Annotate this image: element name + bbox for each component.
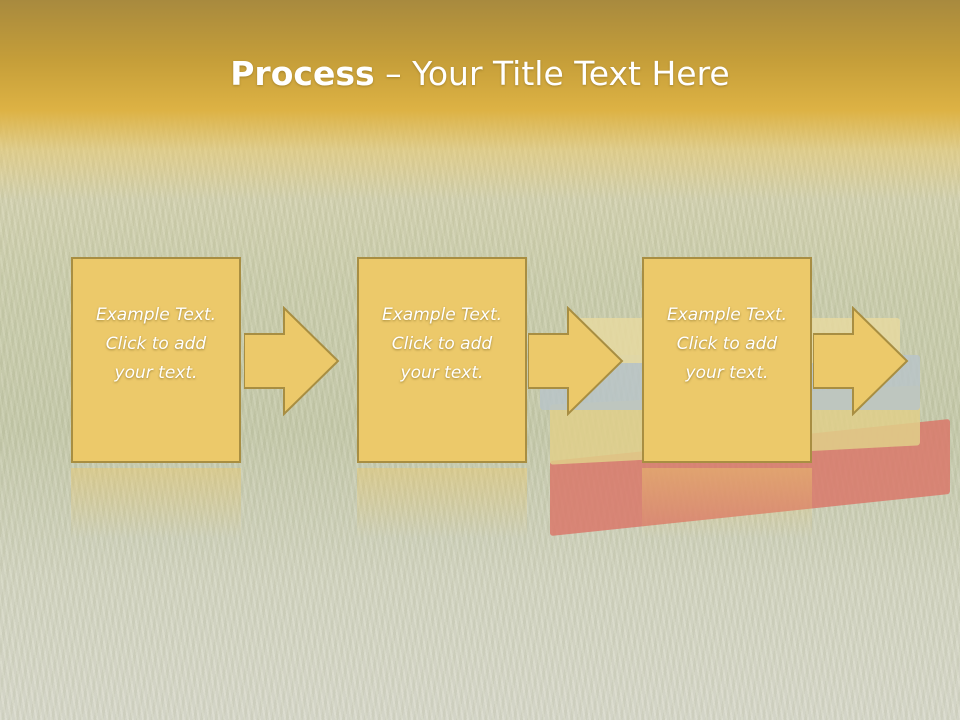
process-step-3-line-2: Click to add: [676, 333, 778, 354]
process-step-3-box[interactable]: Example Text. Click to add your text.: [642, 257, 812, 463]
process-step-3-line-1: Example Text.: [666, 304, 788, 325]
title-band: [0, 0, 960, 200]
process-step-1-line-3: your text.: [114, 362, 198, 383]
process-step-2-reflection: [357, 468, 527, 538]
process-step-2-line-1: Example Text.: [381, 304, 503, 325]
process-step-1-line-1: Example Text.: [95, 304, 217, 325]
process-arrow-2-icon: [528, 306, 624, 416]
process-step-1-reflection: [71, 468, 241, 538]
process-step-3-line-3: your text.: [685, 362, 769, 383]
process-step-3-text: Example Text. Click to add your text.: [667, 301, 787, 388]
process-step-1-line-2: Click to add: [105, 333, 207, 354]
slide-title-bold: Process: [230, 54, 375, 93]
process-arrow-3-icon: [813, 306, 909, 416]
process-step-2-line-3: your text.: [400, 362, 484, 383]
slide-title-rest: – Your Title Text Here: [374, 54, 730, 93]
process-step-2-text: Example Text. Click to add your text.: [382, 301, 502, 388]
process-arrow-1-icon: [244, 306, 340, 416]
process-step-3-reflection: [642, 468, 812, 538]
process-step-2-line-2: Click to add: [391, 333, 493, 354]
slide-title[interactable]: Process – Your Title Text Here: [0, 54, 960, 93]
process-step-1-text: Example Text. Click to add your text.: [96, 301, 216, 388]
process-step-1-box[interactable]: Example Text. Click to add your text.: [71, 257, 241, 463]
process-step-2-box[interactable]: Example Text. Click to add your text.: [357, 257, 527, 463]
